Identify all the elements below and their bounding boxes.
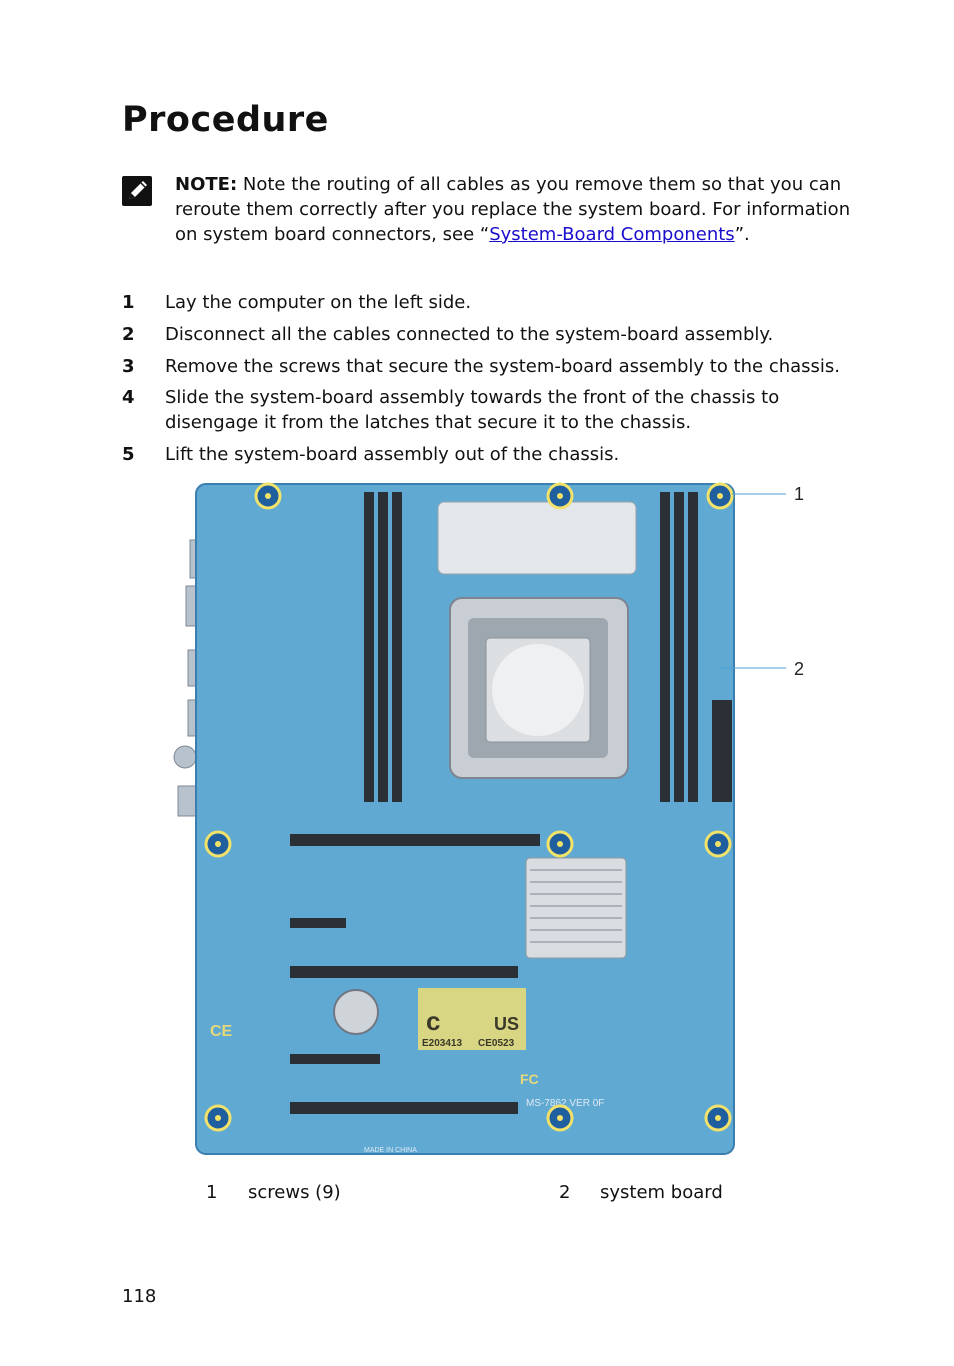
step-text: Lift the system-board assembly out of th…: [165, 444, 620, 465]
screw-icon: [704, 830, 732, 858]
model-marking: MS-7862 VER 0F: [526, 1098, 604, 1109]
page-title: Procedure: [122, 100, 329, 140]
procedure-steps: 1 Lay the computer on the left side. 2 D…: [122, 290, 862, 467]
system-board-figure: c US E203413 CE0523 CE FC MS-7862 VER 0F…: [173, 482, 804, 1155]
callout-label-board: 2: [794, 659, 804, 679]
made-in-marking: MADE IN CHINA: [364, 1147, 417, 1154]
ce-mark: CE: [210, 1023, 233, 1040]
note-body-end: ”.: [734, 224, 750, 245]
ul-mark-us: US: [494, 1014, 519, 1034]
screw-icon: [546, 1104, 574, 1132]
step-text: Remove the screws that secure the system…: [165, 356, 841, 377]
step-text: Lay the computer on the left side.: [165, 292, 472, 313]
note-text: NOTE: Note the routing of all cables as …: [175, 172, 855, 247]
cpu-heat-spreader: [492, 644, 584, 736]
fc-mark: FC: [520, 1071, 539, 1087]
cpu-socket: [449, 597, 629, 779]
board-screws: [204, 482, 734, 1132]
ul-mark-c: c: [426, 1006, 440, 1036]
step-number: 4: [122, 387, 135, 408]
step-item: 1 Lay the computer on the left side.: [122, 290, 862, 315]
legend-label-1: screws (9): [248, 1182, 341, 1203]
screw-icon: [204, 1104, 232, 1132]
callouts: 1 2: [720, 484, 804, 679]
screw-icon: [546, 482, 574, 510]
legend-number-2: 2: [559, 1182, 571, 1203]
memory-slots-left: [364, 492, 402, 802]
step-item: 5 Lift the system-board assembly out of …: [122, 442, 862, 467]
step-text: Slide the system-board assembly towards …: [165, 387, 780, 433]
note-label: NOTE:: [175, 174, 238, 195]
pcie-slots: [290, 834, 540, 1114]
step-number: 2: [122, 324, 135, 345]
cert-right: CE0523: [478, 1038, 515, 1049]
memory-slots-right: [660, 492, 698, 802]
screw-icon: [204, 830, 232, 858]
step-item: 3 Remove the screws that secure the syst…: [122, 354, 862, 379]
atx-power-connector: [712, 700, 732, 802]
step-text: Disconnect all the cables connected to t…: [165, 324, 774, 345]
step-number: 5: [122, 444, 135, 465]
step-item: 2 Disconnect all the cables connected to…: [122, 322, 862, 347]
screw-icon: [704, 1104, 732, 1132]
callout-label-screws: 1: [794, 484, 804, 504]
note-body: Note the routing of all cables as you re…: [175, 174, 851, 245]
screw-icon: [546, 830, 574, 858]
cert-left: E203413: [422, 1038, 462, 1049]
step-number: 3: [122, 356, 135, 377]
step-number: 1: [122, 292, 135, 313]
certification-block: c US E203413 CE0523 CE FC MS-7862 VER 0F…: [210, 988, 604, 1154]
pencil-note-icon: [122, 176, 152, 206]
screw-icon: [254, 482, 282, 510]
chipset-heatsink: [525, 857, 627, 959]
screw-icon: [706, 482, 734, 510]
system-board: [195, 483, 735, 1155]
system-board-components-link[interactable]: System-Board Components: [489, 224, 735, 245]
step-item: 4 Slide the system-board assembly toward…: [122, 385, 862, 435]
page-number: 118: [122, 1286, 157, 1307]
legend-number-1: 1: [206, 1182, 218, 1203]
vrm-heatsink: [437, 501, 637, 575]
legend-label-2: system board: [600, 1182, 723, 1203]
cmos-battery: [333, 989, 379, 1035]
